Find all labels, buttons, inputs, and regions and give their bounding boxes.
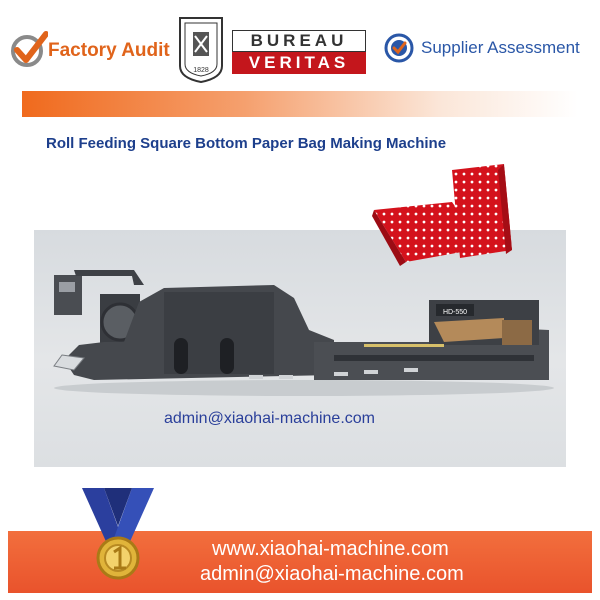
factory-audit-label: Factory Audit xyxy=(48,40,170,61)
verified-badge-icon xyxy=(384,33,414,63)
footer-email-link[interactable]: admin@xiaohai-machine.com xyxy=(200,563,464,585)
banner-bar xyxy=(22,91,578,117)
gold-medal-icon xyxy=(82,488,154,580)
bureau-text: BUREAU xyxy=(232,30,366,52)
check-mark-icon xyxy=(11,31,48,67)
machine-illustration: HD-550 xyxy=(53,270,554,396)
veritas-text: VERITAS xyxy=(232,52,366,74)
bureau-veritas-seal: 1828 xyxy=(179,17,223,84)
machine-model-label: HD-550 xyxy=(443,309,467,316)
supplier-assessment-label: Supplier Assessment xyxy=(421,38,580,57)
bureau-veritas-logo: BUREAU VERITAS xyxy=(232,30,366,74)
red-paper-bags-image xyxy=(372,164,512,266)
footer-website-link[interactable]: www.xiaohai-machine.com xyxy=(212,538,449,560)
photo-email-text[interactable]: admin@xiaohai-machine.com xyxy=(164,410,375,427)
product-title: Roll Feeding Square Bottom Paper Bag Mak… xyxy=(46,135,447,152)
seal-year: 1828 xyxy=(193,67,209,74)
